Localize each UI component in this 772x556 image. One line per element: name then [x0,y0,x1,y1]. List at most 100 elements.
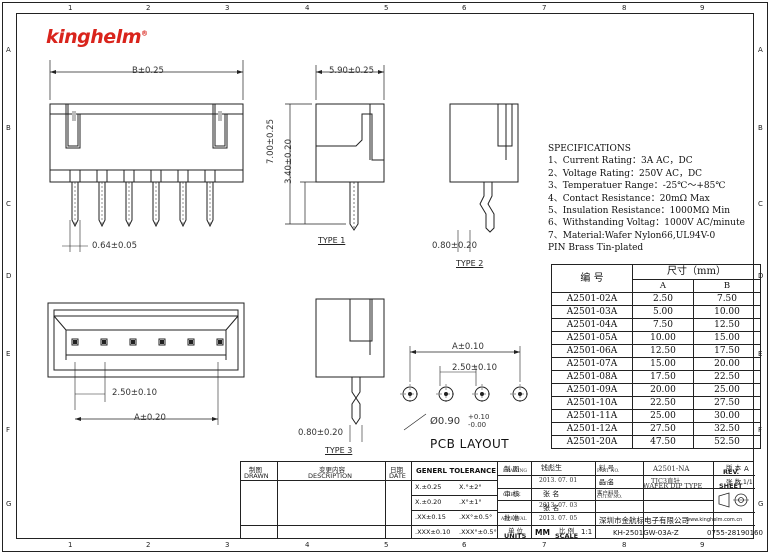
side-view-type1 [285,65,385,231]
cell-a: 7.50 [632,318,694,332]
cell-code: A2501-03A [551,305,633,319]
drawing-name: 钱彪生 [541,464,562,472]
customer-en: CUTM NO. [597,495,623,500]
pcb-layout-title: PCB LAYOUT [430,437,510,451]
zone-col-3: 3 [225,4,230,12]
cell-code: A2501-09A [551,383,633,397]
top-pin [216,338,224,346]
header-code: 编 号 [551,264,633,293]
spec-line: 1、Current Rating：3A AC，DC [548,156,693,167]
pcb-layout [400,346,530,431]
spec-line: 6、Withstanding Voltag：1000V AC/minute [548,218,745,229]
dim-pin-thickness-type2: 0.80±0.20 [432,241,477,251]
dim-pin-width: 0.64±0.05 [92,241,137,251]
spec-line: 5、Insulation Resistance：1000MΩ Min [548,205,731,216]
cell-code: A2501-08A [551,370,633,384]
type1-label: TYPE 1 [318,236,346,245]
cell-code: A2501-02A [551,292,633,306]
cell-code: A2501-04A [551,318,633,332]
dim-a-width: A±0.20 [134,413,166,423]
dim-pitch: 2.50±0.10 [112,388,157,398]
check-date: 2013. 07. 03 [539,502,578,509]
rev-value: A [744,465,749,473]
sheet-en: SHEET [719,482,743,490]
dim-hole-diameter: Ø0.90 [430,416,461,427]
cell-code: A2501-05A [551,331,633,345]
rev-cn: 版 本 [726,464,742,472]
zone-row-C: C [758,200,763,208]
tolerance-value: X.±0.20 [415,498,442,506]
date-cn: 日期 [390,466,403,474]
zone-col-1: 1 [68,4,73,12]
drawn-en: DRAWN [244,472,269,480]
tolerance-value: X.±0.25 [415,483,442,491]
cell-code: A2501-12A [551,422,633,436]
zone-row-G: G [758,500,764,508]
cell-a: 2.50 [632,292,694,306]
drawing-date: 2013. 07. 01 [539,477,578,484]
cell-code: A2501-10A [551,396,633,410]
front-pin [96,170,108,228]
spec-line: 7、Material:Wafer Nylon66,UL94V-0 [548,230,716,241]
cell-b: 12.50 [693,318,761,332]
type2-label: TYPE 2 [456,259,484,268]
drawn-cn: 制图 [249,466,262,474]
cell-a: 47.50 [632,435,694,449]
front-pin [177,170,189,228]
title-value-en: WAFER DIP TYPE [643,482,703,490]
tolerance-value: .XX°±0.5° [459,513,493,521]
description-en: DESCRIPTION [308,472,352,480]
zone-col-5: 5 [384,541,389,549]
cell-b: 52.50 [693,435,761,449]
side-view-type2 [449,103,519,252]
approval-name: 张 名 [543,504,560,512]
tolerance-value: .XXX°±0.5° [459,528,497,536]
cell-b: 27.50 [693,396,761,410]
zone-col-8: 8 [622,541,627,549]
units-value: MM [535,528,550,537]
scale-en: SCALE [555,532,579,540]
dim-pcb-a: A±0.10 [452,342,484,352]
zone-row-G: G [6,500,12,508]
dim-height-total: 7.00±0.25 [266,119,276,164]
partno-cn: 料 号 [599,464,615,472]
partno-value: A2501-NA [653,465,690,473]
type3-label: TYPE 3 [325,446,353,455]
dim-height-body: 3.40±0.20 [284,139,294,184]
cell-b: 7.50 [693,292,761,306]
cell-b: 17.50 [693,344,761,358]
spec-line: 3、Temperatuer Range：-25℃～+85℃ [548,181,726,192]
zone-col-4: 4 [305,4,310,12]
dim-b-width: B±0.25 [132,66,164,76]
tolerance-value: .X°±1° [459,498,482,506]
zone-col-7: 7 [542,4,547,12]
zone-row-A: A [758,46,763,54]
dim-pin-thickness-type3: 0.80±0.20 [298,428,343,438]
cell-a: 5.00 [632,305,694,319]
zone-col-7: 7 [542,541,547,549]
header-size: 尺寸（mm） [632,264,761,280]
header-col-b: B [693,279,761,293]
cell-b: 20.00 [693,357,761,371]
dim-hole-tol-minus: -0.00 [468,421,487,429]
zone-col-9: 9 [700,541,705,549]
approval-cn: 批 准 [504,514,520,522]
dim-hole-tol-plus: +0.10 [468,413,490,421]
front-pin [123,170,135,228]
cell-code: A2501-06A [551,344,633,358]
top-pin [129,338,137,346]
cell-code: A2501-07A [551,357,633,371]
drawing-en: DRAWING [503,469,527,474]
zone-col-2: 2 [146,541,151,549]
top-pin [71,338,79,346]
front-view [49,60,244,252]
partno-en: PART NO. [597,469,620,474]
